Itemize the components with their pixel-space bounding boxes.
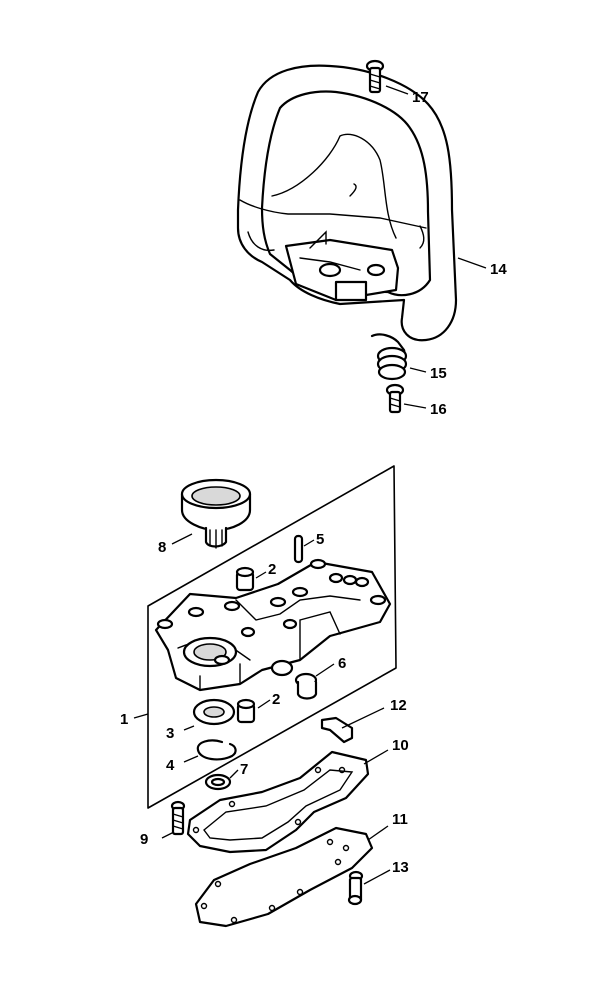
callout-8: 8: [158, 539, 166, 556]
spring-part-15: [370, 333, 408, 381]
callout-2-lower: 2: [272, 691, 280, 708]
gasket-part-10: [186, 750, 370, 854]
gear-housing-part-1: [154, 558, 392, 692]
callout-7: 7: [240, 761, 248, 778]
callout-10: 10: [392, 737, 409, 754]
pin-part-5: [293, 534, 304, 564]
callout-3: 3: [166, 725, 174, 742]
circlip-part-4: [196, 739, 237, 761]
assembly-frame: [147, 465, 397, 809]
callout-13: 13: [392, 859, 409, 876]
callout-15: 15: [430, 365, 447, 382]
callout-12: 12: [390, 697, 407, 714]
screw-part-13: [347, 870, 364, 906]
screw-part-17: [365, 59, 385, 94]
leader-lines: [133, 85, 487, 885]
callout-5: 5: [316, 531, 324, 548]
callout-16: 16: [430, 401, 447, 418]
bushing-part-2-lower: [236, 698, 256, 724]
callout-4: 4: [166, 757, 175, 774]
clip-part-12: [320, 716, 354, 744]
callout-11: 11: [392, 811, 408, 828]
screw-part-9: [170, 800, 186, 836]
callout-2-upper: 2: [268, 561, 276, 578]
cover-plate-part-11: [194, 826, 374, 928]
bearing-part-3: [192, 698, 236, 726]
callout-17: 17: [412, 89, 429, 106]
callout-1: 1: [120, 711, 128, 728]
washer-part-7: [204, 773, 232, 791]
callout-6: 6: [338, 655, 346, 672]
callout-14: 14: [490, 261, 507, 278]
handle-part-14: [236, 64, 458, 342]
screw-part-16: [385, 383, 405, 414]
callout-labels: 17 14 15 16 8 5 2 6 2 1 3 4 7 12 10 9 11…: [120, 89, 507, 876]
bushing-part-2-upper: [235, 566, 255, 592]
plug-part-6: [294, 672, 318, 700]
callout-9: 9: [140, 831, 148, 848]
clutch-drum-part-8: [180, 478, 252, 549]
